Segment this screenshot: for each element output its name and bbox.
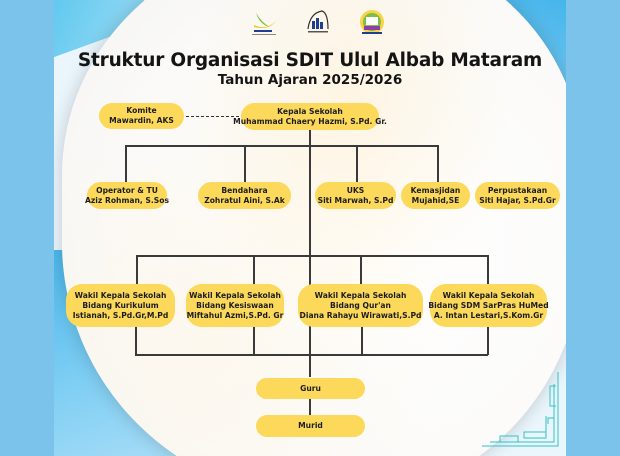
node-operator-tu[interactable]: Operator & TU Aziz Rohman, S.Sos [85,182,169,209]
main-vertical-connector [309,130,311,377]
node-role: Murid [298,421,323,430]
node-person: Miftahul Azmi,S.Pd. Gr [186,310,284,320]
node-person: Siti Marwah, S.Pd [317,195,394,205]
staff-drop-1 [125,145,127,183]
node-uks[interactable]: UKS Siti Marwah, S.Pd [315,182,396,209]
wakil-drop-3 [360,255,362,285]
node-kepala-sekolah[interactable]: Kepala Sekolah Muhammad Chaery Hazmi, S.… [233,103,387,130]
wakil-top-bus-line [136,255,429,257]
wakil-bottom-bus-line [135,354,488,356]
node-person: Muhammad Chaery Hazmi, S.Pd. Gr. [233,116,387,126]
node-field: Bidang Qur'an [330,300,391,310]
node-person: Aziz Rohman, S.Sos [85,195,169,205]
poster-background [54,0,566,456]
node-person: Diana Rahayu Wirawati,S.Pd [299,310,422,320]
node-role: Kemasjidan [410,185,461,195]
node-field: Bidang Kesiswaan [196,300,274,310]
wakil-rise-2 [253,326,255,355]
node-role: Operator & TU [96,185,158,195]
node-role: Guru [300,383,321,393]
wakil-drop-2 [253,255,255,285]
node-komite[interactable]: Komite Mawardin, AKS [99,103,184,129]
komite-dashed-connector [186,116,244,117]
node-role: Kepala Sekolah [277,106,343,116]
page-title: Struktur Organisasi SDIT Ulul Albab Mata… [77,50,543,71]
node-kemasjidan[interactable]: Kemasjidan Mujahid,SE [401,182,470,209]
node-person: Mujahid,SE [411,195,460,205]
node-role: Wakil Kepala Sekolah [314,290,407,300]
ulul-albab-logo-icon [360,10,384,34]
staff-drop-2 [244,145,246,183]
node-role: Wakil Kepala Sekolah [74,290,167,300]
node-field: Bidang SDM SarPras HuMed [428,300,549,310]
node-person: Zohratul Aini, S.Ak [204,195,285,205]
node-role: Wakil Kepala Sekolah [189,290,281,300]
wakil-rise-1 [135,326,137,355]
wakil-rise-3 [361,326,363,355]
staff-drop-3 [356,145,358,183]
node-person: Siti Hajar, S.Pd.Gr [479,195,556,205]
wakil-rise-4 [487,326,489,355]
wakil-top-bus-ext [429,255,488,257]
node-field: Bidang Kurikulum [82,300,159,310]
node-role: Perpustakaan [487,185,548,195]
node-person: Mawardin, AKS [109,116,174,125]
wakil-drop-1 [136,255,138,285]
node-role: Bendahara [221,185,268,195]
node-person: A. Intan Lestari,S.Kom.Gr [433,310,544,320]
node-wakil-kesiswaan[interactable]: Wakil Kepala Sekolah Bidang Kesiswaan Mi… [186,284,284,327]
guru-murid-connector [309,398,311,416]
staff-drop-4 [437,145,439,183]
logo-strip [248,8,388,38]
yayasan-logo-icon [307,10,329,33]
corner-ornament-icon [482,372,559,447]
node-perpustakaan[interactable]: Perpustakaan Siti Hajar, S.Pd.Gr [475,182,560,209]
node-role: UKS [346,185,365,195]
node-guru[interactable]: Guru [256,378,365,399]
node-wakil-kurikulum[interactable]: Wakil Kepala Sekolah Bidang Kurikulum Is… [66,284,175,327]
node-role: Wakil Kepala Sekolah [442,290,535,300]
node-person: Istianah, S.Pd.Gr,M.Pd [72,310,169,320]
wakil-drop-4 [487,255,489,285]
node-wakil-quran[interactable]: Wakil Kepala Sekolah Bidang Qur'an Diana… [298,284,423,327]
page-subtitle: Tahun Ajaran 2025/2026 [217,72,403,88]
node-role: Komite [126,106,157,115]
staff-bus-line [125,145,437,147]
node-bendahara[interactable]: Bendahara Zohratul Aini, S.Ak [198,182,291,209]
sdit-mamada-logo-icon [252,13,276,35]
node-murid[interactable]: Murid [256,415,365,437]
node-wakil-sdm-sarpras[interactable]: Wakil Kepala Sekolah Bidang SDM SarPras … [428,284,549,327]
